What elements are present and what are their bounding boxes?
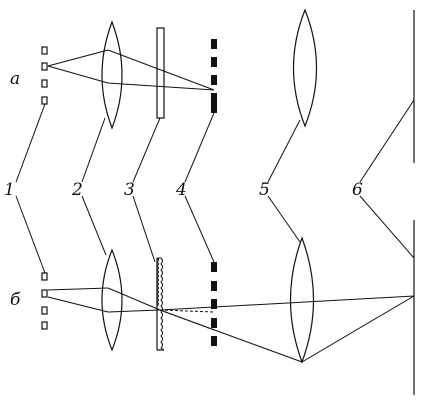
row-a-rays: [47, 49, 215, 91]
source-cell: [41, 289, 48, 298]
row-a-source-array: [41, 46, 48, 105]
part-label-6: 6: [352, 180, 363, 200]
row-b-phase-plate-3: [156, 257, 165, 351]
part-label-2: 2: [71, 180, 83, 200]
source-cell: [41, 96, 48, 105]
row-b-screen-4: [211, 262, 217, 346]
part-label-3: 3: [124, 180, 135, 200]
part-label-1: 1: [4, 180, 15, 200]
source-cell: [41, 321, 48, 330]
row-b-rays: [47, 287, 415, 363]
part-label-5: 5: [259, 180, 270, 200]
row-a-lens-2: [101, 20, 123, 130]
part-label-4: 4: [175, 180, 187, 200]
source-cell: [41, 79, 48, 88]
row-b-source-array: [41, 272, 48, 330]
source-cell: [41, 62, 48, 71]
row-b-lens-5: [289, 236, 315, 364]
source-cell: [41, 46, 48, 55]
row-label-a: а: [10, 69, 20, 89]
row-b-lens-2: [101, 248, 123, 352]
source-cell: [41, 306, 48, 315]
row-a-screen-4: [211, 39, 217, 113]
leader-lines: [15, 99, 415, 274]
row-label-b: б: [10, 290, 21, 310]
row-a: [41, 8, 415, 163]
row-a-plate-3: [156, 27, 165, 119]
row-a-lens-5: [292, 8, 318, 128]
source-cell: [41, 272, 48, 281]
row-b: [41, 220, 415, 395]
